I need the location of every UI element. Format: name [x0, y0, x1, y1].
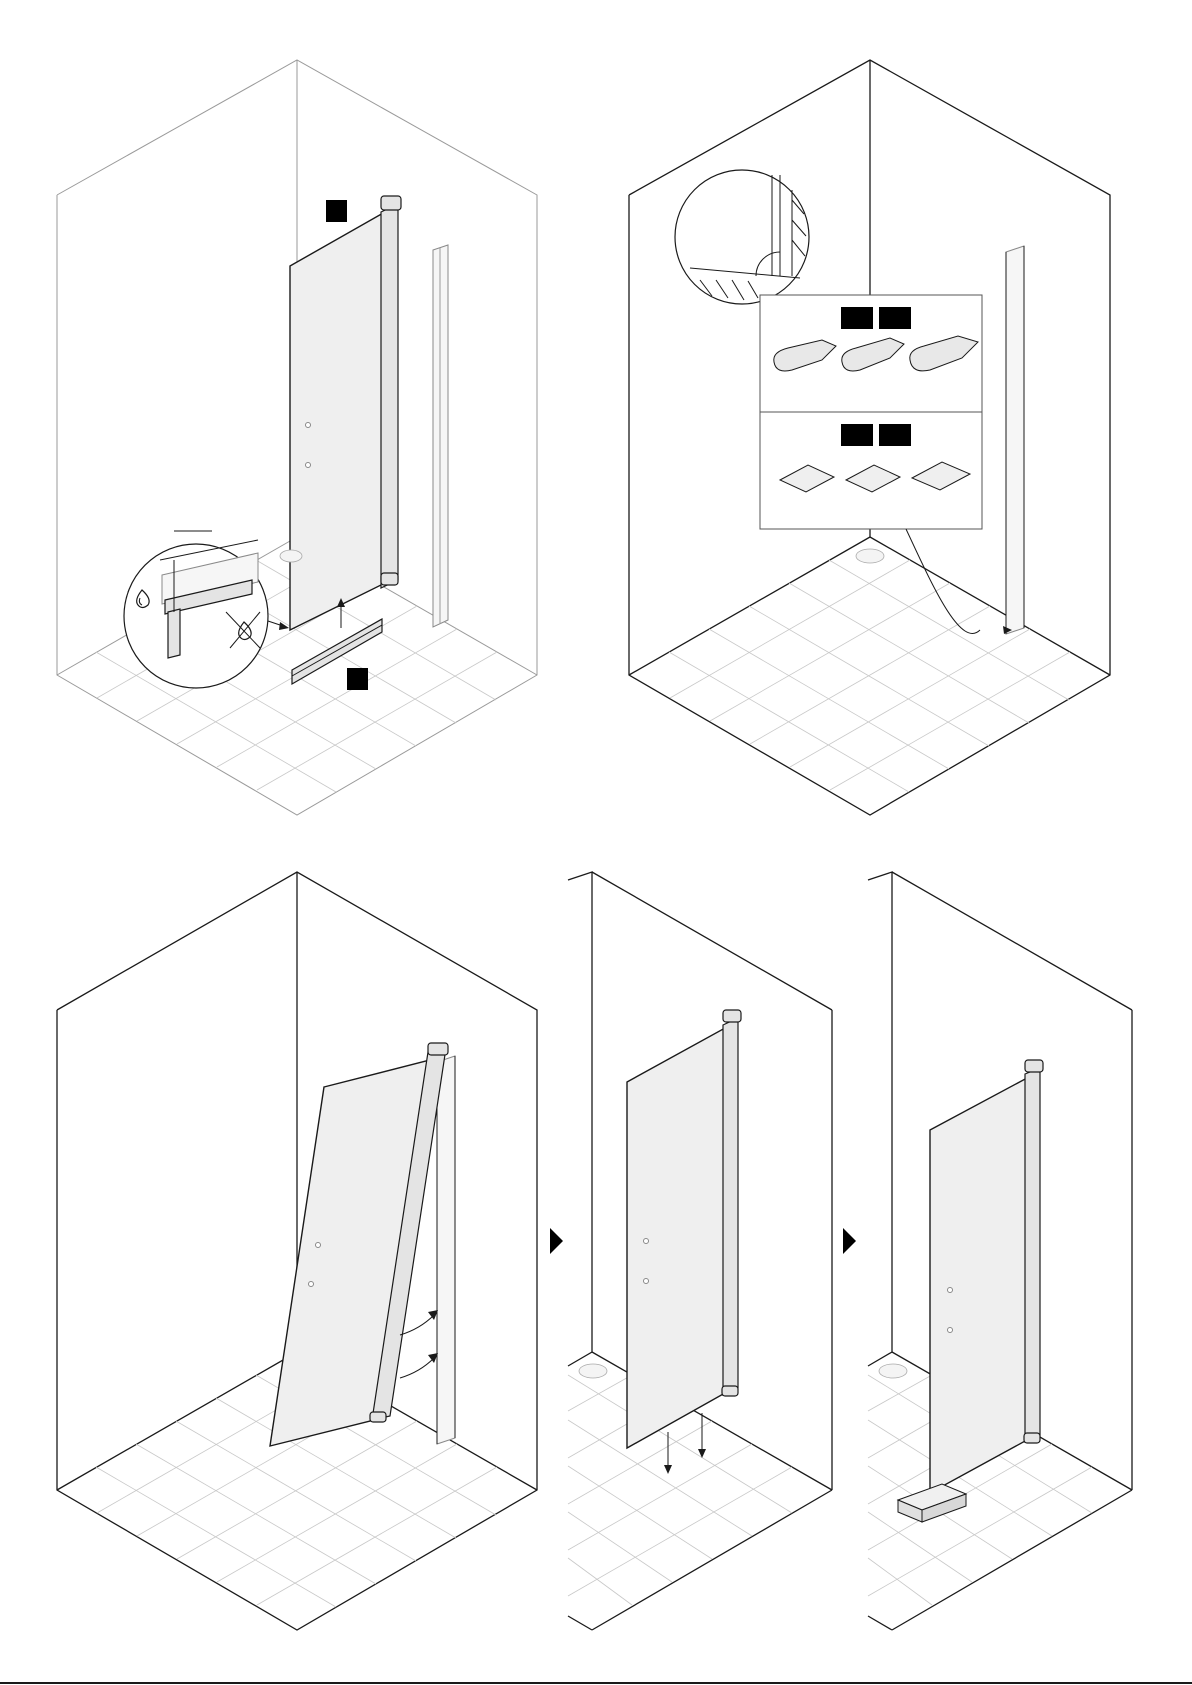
support-block — [898, 1484, 966, 1522]
play-arrow-icon — [843, 1228, 856, 1254]
handle-hole — [644, 1279, 649, 1284]
glass-panel — [290, 196, 401, 630]
part-badge — [841, 307, 873, 329]
glass-panel — [627, 1010, 741, 1448]
step-4-panel — [568, 872, 832, 1630]
part-badge — [879, 424, 911, 446]
handle-hole — [316, 1243, 321, 1248]
floor-drain — [579, 1364, 607, 1378]
room-walls — [57, 872, 537, 1630]
floor-drain — [879, 1364, 907, 1378]
wall-profile — [1006, 246, 1024, 634]
part-badge — [326, 200, 347, 222]
handle-hole — [644, 1239, 649, 1244]
callout-arrow — [268, 621, 289, 630]
play-arrow-icon — [550, 1228, 563, 1254]
part-badge — [347, 668, 368, 690]
wall-profile — [437, 1056, 455, 1444]
down-arrow — [698, 1413, 706, 1458]
handle-hole — [309, 1282, 314, 1287]
handle-hole — [948, 1328, 953, 1333]
seal-strip — [292, 619, 382, 684]
step-2-panel — [629, 60, 1110, 815]
step-5-panel — [868, 872, 1132, 1630]
part-badge — [841, 424, 873, 446]
glass-panel — [930, 1060, 1043, 1493]
rotate-arrow — [400, 1353, 438, 1378]
handle-hole — [948, 1288, 953, 1293]
step-1-panel — [57, 60, 537, 815]
seal-detail-callout — [124, 531, 289, 688]
part-badge — [879, 307, 911, 329]
spacer-options-box — [760, 295, 982, 412]
step-3-panel — [57, 872, 537, 1630]
wall-profile — [433, 245, 448, 627]
block-options-box — [760, 412, 982, 529]
profile-detail-callout — [675, 170, 809, 304]
floor-drain — [280, 550, 302, 562]
floor-drain — [856, 549, 884, 563]
handle-hole — [306, 463, 311, 468]
handle-hole — [306, 423, 311, 428]
